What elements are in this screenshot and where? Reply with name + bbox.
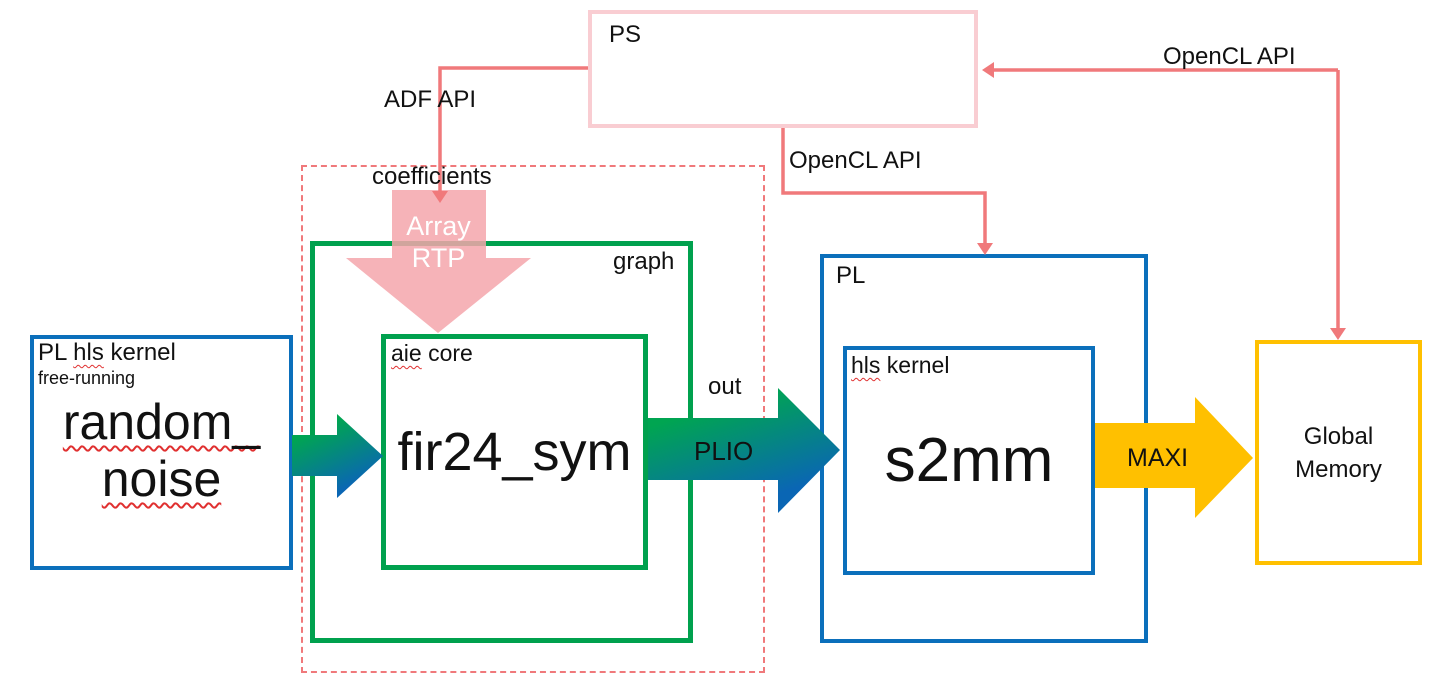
- array-rtp-label-line1: Array: [406, 211, 471, 241]
- out-label: out: [708, 373, 742, 400]
- hls-label: hls: [851, 352, 881, 378]
- random-noise-box-title: PL hls kernel: [38, 339, 176, 366]
- ps-box-label: PS: [609, 21, 642, 48]
- aie-label: aie: [391, 340, 422, 366]
- opencl-api-right-label: OpenCL API: [1163, 43, 1296, 70]
- random-noise-box: [30, 335, 293, 570]
- random-title-pl: PL: [38, 339, 74, 366]
- random-noise-box-subtitle: free-running: [38, 368, 136, 388]
- random-noise-line1: random_: [62, 394, 261, 450]
- fir24-sym-kernel-name: fir24_sym: [381, 334, 648, 570]
- ps-box: [588, 10, 978, 128]
- aie-core-box: [381, 334, 648, 570]
- hls-kernel-box-label: hls kernel: [851, 352, 950, 378]
- random-noise-line2: noise: [101, 451, 222, 507]
- hls-kernel-box: [843, 346, 1095, 575]
- aie-core-box-label: aie core: [391, 340, 473, 366]
- graph-box-label: graph: [613, 248, 675, 275]
- global-memory-text: Global Memory: [1295, 420, 1382, 486]
- global-memory-label: Global Memory: [1255, 340, 1422, 565]
- global-memory-line2: Memory: [1295, 455, 1382, 483]
- array-rtp-label-line2: RTP: [411, 243, 466, 273]
- maxi-arrow: [1095, 397, 1253, 518]
- core-label: core: [421, 340, 473, 366]
- s2mm-text: s2mm: [884, 426, 1054, 495]
- array-rtp-arrow: [346, 190, 531, 333]
- maxi-label: MAXI: [1127, 444, 1189, 472]
- stream-arrow-random-to-fir: [292, 414, 383, 498]
- adf-api-label: ADF API: [384, 86, 477, 113]
- kernel-label: kernel: [880, 352, 950, 378]
- global-memory-line1: Global: [1303, 422, 1374, 450]
- coefficients-label: coefficients: [372, 163, 492, 190]
- random-title-hls: hls: [73, 339, 104, 366]
- opencl-api-mid-label: OpenCL API: [789, 147, 922, 174]
- plio-arrow: [648, 388, 840, 513]
- pl-box-label: PL: [836, 262, 866, 289]
- s2mm-kernel-name: s2mm: [843, 346, 1095, 575]
- plio-label: PLIO: [694, 436, 754, 466]
- random-title-kernel: kernel: [103, 339, 176, 366]
- fir24-sym-text: fir24_sym: [397, 422, 632, 482]
- global-memory-box: [1255, 340, 1422, 565]
- random-noise-kernel-name: random_ noise: [30, 394, 293, 508]
